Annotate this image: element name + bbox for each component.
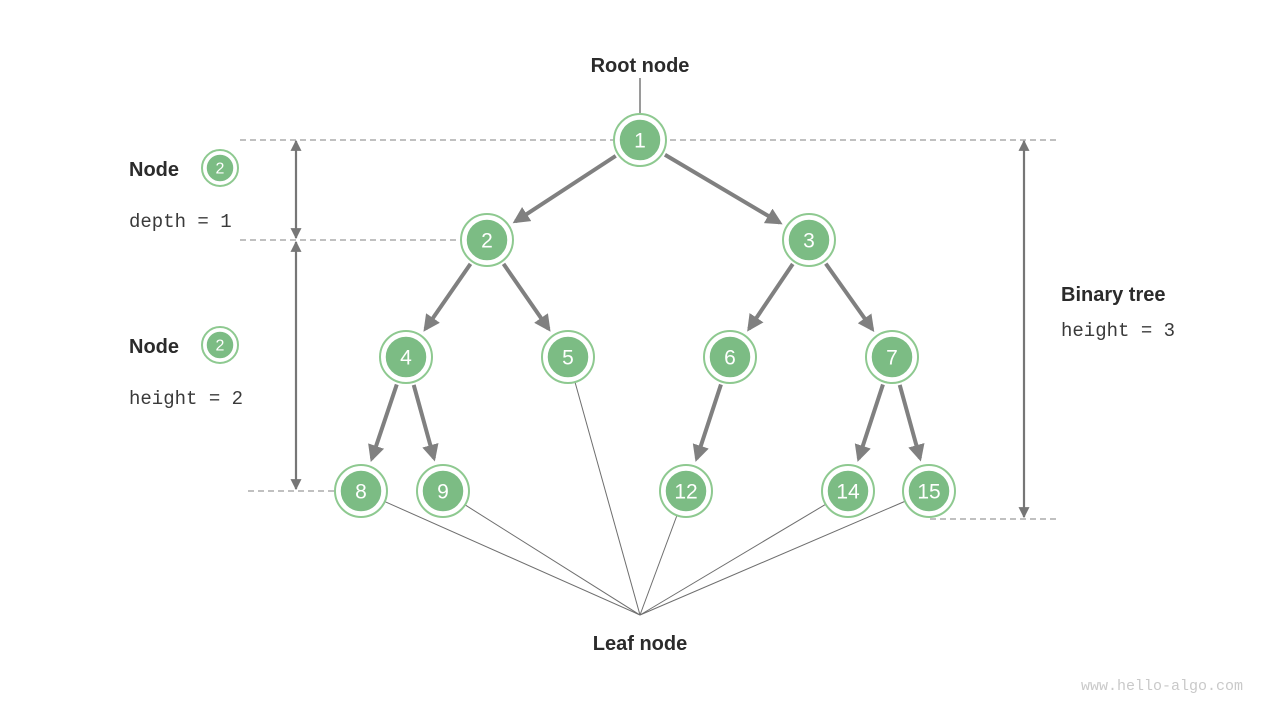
node-value: 3 bbox=[803, 230, 815, 253]
tree-node-1[interactable]: 1 bbox=[613, 113, 667, 167]
node-body bbox=[545, 334, 591, 380]
binary-tree-height-value: height = 3 bbox=[1061, 320, 1175, 342]
tree-node-14[interactable]: 14 bbox=[821, 464, 875, 518]
tree-edge bbox=[501, 262, 551, 332]
leaf-pointer-lines-group bbox=[384, 381, 906, 616]
guide-lines-group bbox=[240, 139, 1056, 520]
node-value: 6 bbox=[724, 347, 736, 370]
node-body bbox=[617, 117, 663, 163]
node-body bbox=[663, 468, 709, 514]
node-value: 5 bbox=[562, 347, 574, 370]
tree-node-15[interactable]: 15 bbox=[902, 464, 956, 518]
tree-node-7[interactable]: 7 bbox=[865, 330, 919, 384]
leaf-pointer-line bbox=[574, 381, 641, 616]
tree-edge bbox=[897, 384, 925, 462]
tree-edge bbox=[368, 383, 399, 462]
badge-body bbox=[204, 152, 236, 184]
node-body bbox=[906, 468, 952, 514]
node-body bbox=[707, 334, 753, 380]
leaf-pointer-line bbox=[639, 515, 678, 616]
tree-edge bbox=[663, 153, 783, 225]
badge-value: 2 bbox=[216, 161, 225, 178]
tree-node-6[interactable]: 6 bbox=[703, 330, 757, 384]
tree-node-3[interactable]: 3 bbox=[782, 213, 836, 267]
node-body bbox=[420, 468, 466, 514]
tree-edge bbox=[854, 383, 885, 462]
tree-edge bbox=[692, 383, 723, 462]
node-value: 4 bbox=[400, 347, 412, 370]
node-height-badge: 2 bbox=[201, 326, 239, 364]
node-body bbox=[869, 334, 915, 380]
tree-node-9[interactable]: 9 bbox=[416, 464, 470, 518]
node-value: 14 bbox=[836, 481, 860, 504]
node-body bbox=[338, 468, 384, 514]
node-value: 9 bbox=[437, 481, 449, 504]
node-depth-title: Node bbox=[129, 159, 179, 181]
node-value: 12 bbox=[674, 481, 697, 504]
binary-tree-title: Binary tree bbox=[1061, 284, 1166, 306]
node-body bbox=[825, 468, 871, 514]
node-value: 8 bbox=[355, 481, 367, 504]
node-body bbox=[786, 217, 832, 263]
tree-edge bbox=[747, 262, 795, 332]
node-depth-badge: 2 bbox=[201, 149, 239, 187]
node-value: 7 bbox=[886, 347, 898, 370]
tree-node-5[interactable]: 5 bbox=[541, 330, 595, 384]
node-value: 15 bbox=[917, 481, 940, 504]
node-body bbox=[383, 334, 429, 380]
root-node-label: Root node bbox=[591, 55, 690, 77]
tree-edge bbox=[423, 262, 473, 332]
leaf-pointer-line bbox=[639, 500, 906, 616]
leaf-pointer-line bbox=[384, 501, 641, 616]
tree-node-2[interactable]: 2 bbox=[460, 213, 514, 267]
tree-node-12[interactable]: 12 bbox=[659, 464, 713, 518]
tree-node-4[interactable]: 4 bbox=[379, 330, 433, 384]
leaf-pointer-line bbox=[464, 504, 641, 616]
dimension-arrows-group bbox=[290, 139, 1030, 519]
node-value: 1 bbox=[634, 130, 646, 153]
leaf-pointer-line bbox=[639, 503, 826, 616]
tree-edge bbox=[411, 384, 439, 462]
node-body bbox=[464, 217, 510, 263]
leaf-node-label: Leaf node bbox=[593, 633, 687, 655]
node-depth-value: depth = 1 bbox=[129, 211, 232, 233]
node-height-value: height = 2 bbox=[129, 388, 243, 410]
tree-node-8[interactable]: 8 bbox=[334, 464, 388, 518]
tree-edge bbox=[512, 154, 617, 224]
badge-value: 2 bbox=[216, 338, 225, 355]
watermark-label: www.hello-algo.com bbox=[1081, 678, 1243, 695]
tree-edges-group bbox=[368, 153, 925, 462]
badge-body bbox=[204, 329, 236, 361]
node-value: 2 bbox=[481, 230, 493, 253]
node-height-title: Node bbox=[129, 336, 179, 358]
tree-edge bbox=[824, 262, 875, 333]
